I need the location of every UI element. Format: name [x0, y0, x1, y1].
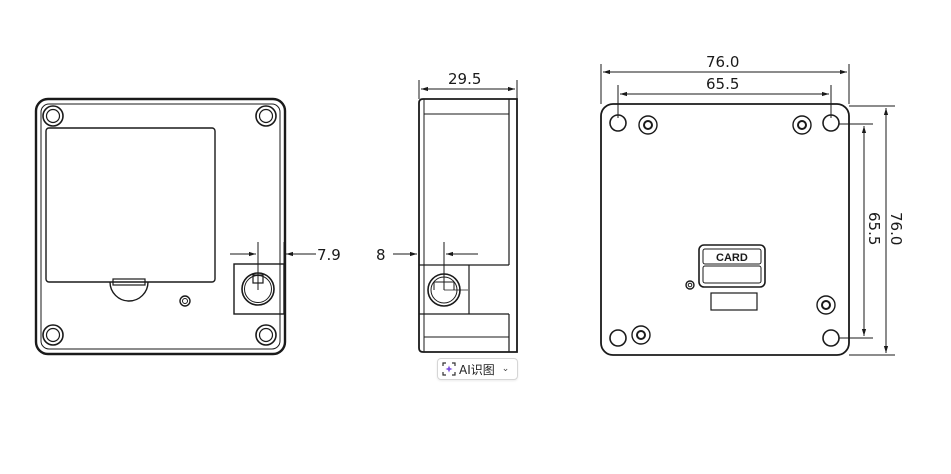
screw-icon [792, 115, 812, 135]
door-latch [109, 281, 149, 302]
dimension-label-hole-height: 65.5 [865, 212, 883, 245]
dimension-label-front-offset: 7.9 [317, 246, 341, 264]
label-area [710, 292, 758, 311]
ai-button-label: AI识图 [459, 362, 495, 377]
front-view [34, 97, 316, 356]
back-view [600, 64, 895, 356]
led-indicator-icon [179, 295, 191, 307]
front-inner-frame [40, 103, 281, 350]
mounting-hole-icon [609, 329, 627, 347]
screw-icon [816, 295, 836, 315]
dimension-label-depth: 29.5 [448, 70, 481, 88]
corner-screw-icon [42, 324, 64, 346]
ai-scan-icon [442, 362, 456, 376]
back-plate [600, 103, 850, 356]
dimension-label-hole-width: 65.5 [706, 75, 739, 93]
battery-door [45, 127, 216, 283]
mounting-hole-icon [822, 329, 840, 347]
card-label: CARD [716, 252, 748, 264]
back-led-icon [685, 280, 695, 290]
corner-screw-icon [255, 105, 277, 127]
dimension-label-side-offset: 8 [376, 246, 386, 264]
front-outer-housing [34, 97, 287, 356]
corner-screw-icon [42, 105, 64, 127]
dimension-label-outer-width: 76.0 [706, 53, 739, 71]
screw-icon [638, 115, 658, 135]
side-view [393, 80, 518, 353]
corner-screw-icon [255, 324, 277, 346]
chevron-down-icon[interactable]: ⌄ [501, 364, 510, 374]
connector-box [233, 263, 285, 315]
card-slot [698, 244, 766, 288]
dimension-label-outer-height: 76.0 [887, 212, 905, 245]
side-outer-housing [418, 98, 518, 353]
ai-recognize-button[interactable]: AI识图 ⌄ [437, 358, 518, 380]
screw-icon [631, 325, 651, 345]
